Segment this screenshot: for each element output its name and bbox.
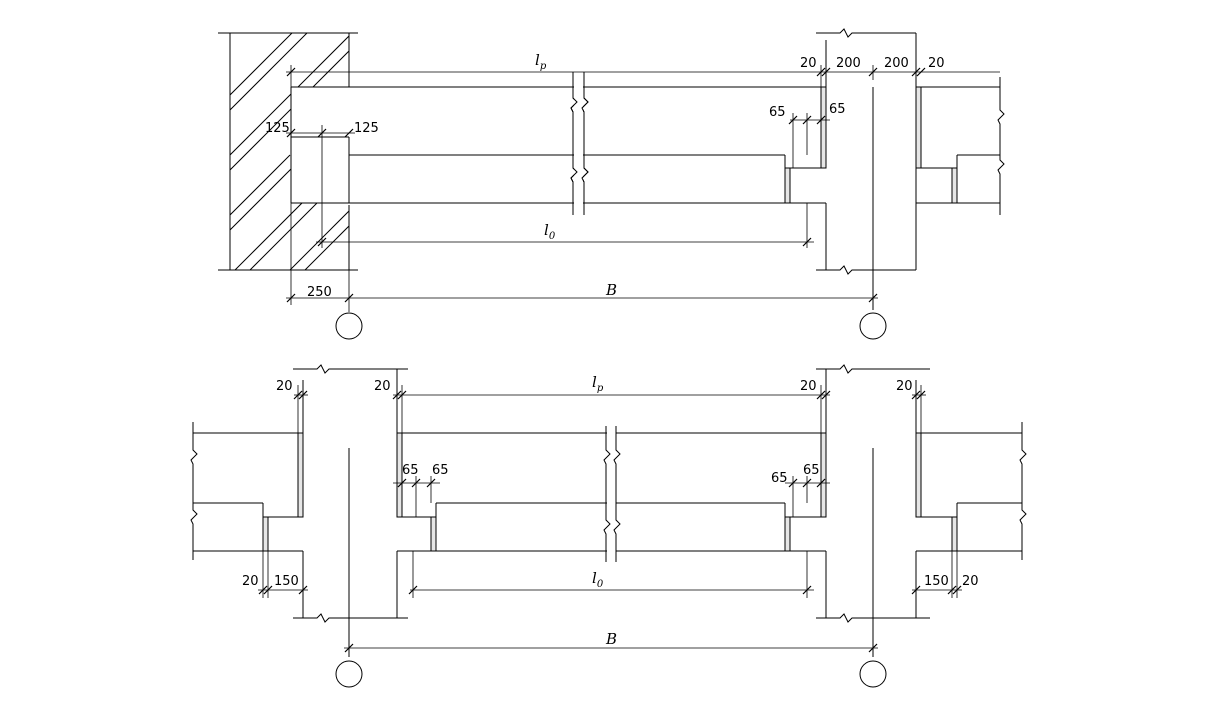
dimensions-top bbox=[286, 65, 1000, 312]
dim-150-bl: 150 bbox=[274, 574, 299, 589]
axis-marker bbox=[859, 312, 887, 340]
dim-20-br: 20 bbox=[962, 574, 979, 589]
dim-20-b: 20 bbox=[928, 56, 945, 71]
slab-top bbox=[290, 60, 826, 220]
dim-65-r1: 65 bbox=[771, 471, 788, 486]
axis-marker bbox=[335, 312, 363, 340]
bottom-view: lp l0 B 20 20 20 20 65 65 65 65 20 150 1… bbox=[190, 364, 1027, 688]
beam-section-right-bottom bbox=[816, 364, 930, 657]
label-lp-bottom: lp bbox=[592, 373, 604, 394]
label-lp: lp bbox=[535, 51, 547, 72]
beam-section-right bbox=[816, 28, 917, 310]
beam-section-left bbox=[293, 364, 408, 657]
dim-20-bl: 20 bbox=[242, 574, 259, 589]
slab-top-right bbox=[915, 77, 1005, 215]
dim-65-right: 65 bbox=[829, 102, 846, 117]
dim-20-tl: 20 bbox=[276, 379, 293, 394]
axis-marker bbox=[859, 660, 887, 688]
mortar-joint bbox=[820, 86, 827, 169]
slab-bottom-left bbox=[190, 422, 304, 560]
top-view: lp l0 B 125 125 250 20 200 200 20 65 65 bbox=[218, 28, 1005, 340]
label-lo: l0 bbox=[544, 221, 556, 242]
axis-marker bbox=[335, 660, 363, 688]
dim-65-l1: 65 bbox=[402, 463, 419, 478]
slab-bottom-right bbox=[915, 422, 1027, 560]
dim-20-tfr: 20 bbox=[896, 379, 913, 394]
mortar-joint bbox=[784, 167, 791, 204]
dim-150-br: 150 bbox=[924, 574, 949, 589]
dim-20-tr: 20 bbox=[800, 379, 817, 394]
dim-200-a: 200 bbox=[836, 56, 861, 71]
dim-65-r2: 65 bbox=[803, 463, 820, 478]
dim-200-b: 200 bbox=[884, 56, 909, 71]
dim-20-a: 20 bbox=[800, 56, 817, 71]
dim-125-right: 125 bbox=[354, 121, 379, 136]
label-lo-bottom: l0 bbox=[592, 569, 604, 590]
dim-65-left: 65 bbox=[769, 105, 786, 120]
slab-bottom-center bbox=[396, 420, 827, 565]
label-B-bottom: B bbox=[605, 630, 617, 648]
dim-20-tc: 20 bbox=[374, 379, 391, 394]
dim-65-l2: 65 bbox=[432, 463, 449, 478]
dimensions-bottom bbox=[258, 385, 962, 653]
label-B: B bbox=[605, 281, 617, 299]
dim-250: 250 bbox=[307, 285, 332, 300]
dim-125-left: 125 bbox=[265, 121, 290, 136]
